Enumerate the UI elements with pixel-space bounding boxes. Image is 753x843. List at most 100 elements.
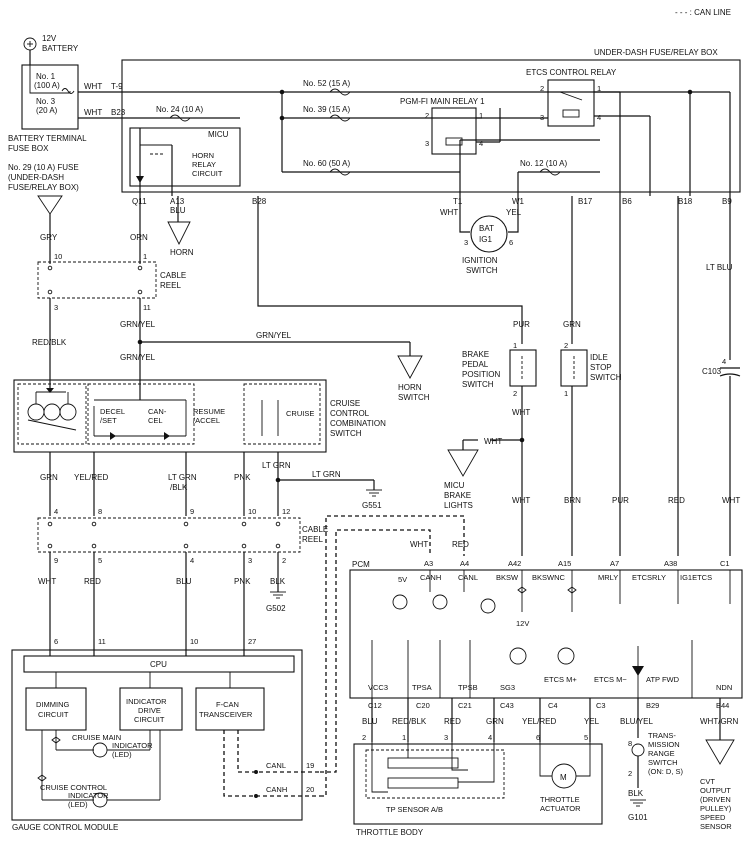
wire-label: GRN [563, 320, 581, 329]
cruise-control-combination-switch: DECEL /SET CAN- CEL RESUME /ACCEL CRUISE… [13, 379, 386, 453]
wire-label: BLU [362, 717, 378, 726]
range-switch-label: SWITCH [648, 758, 678, 767]
wire-label: BLK [628, 789, 644, 798]
wire-label: WHT [512, 496, 530, 505]
pin-label: A3 [424, 559, 433, 568]
cable-reel-upper: 10 1 3 11 CABLE REEL [37, 252, 186, 312]
pin-label: 3 [464, 238, 468, 247]
pin-label: T-9 [111, 82, 123, 91]
actuator-label: ACTUATOR [540, 804, 581, 813]
pin-label: B17 [578, 197, 593, 206]
pin-label: 10 [248, 507, 256, 516]
idle-stop-label: SWITCH [590, 373, 622, 382]
ground-label: G551 [362, 501, 382, 510]
pin-label: B6 [622, 197, 632, 206]
pin-label: 6 [536, 733, 540, 742]
under-dash-box [121, 59, 741, 193]
wire-label: RED [444, 717, 461, 726]
wire-label: RED [452, 540, 469, 549]
gauge-title: GAUGE CONTROL MODULE [12, 823, 118, 832]
led-label: (LED) [112, 750, 132, 759]
wire-label: WHT [84, 82, 102, 91]
brake-pedal-position-switch: PUR 1 2 BRAKE PEDAL POSITION SWITCH WHT … [462, 320, 537, 556]
fuse-label: No. 1 [36, 72, 56, 81]
voltage-label: 5V [398, 575, 407, 584]
fuse-label: No. 3 [36, 97, 56, 106]
idle-stop-label: IDLE [590, 353, 608, 362]
wire-label: BRN [564, 496, 581, 505]
wire-label: ORN [130, 233, 148, 242]
horn-switch-label: HORN [398, 383, 422, 392]
pin-label: 12 [282, 507, 290, 516]
wire-label: WHT/GRN [700, 717, 738, 726]
actuator-label: THROTTLE [540, 795, 580, 804]
battery-label: BATTERY [42, 44, 79, 53]
relay-label: CIRCUIT [192, 169, 223, 178]
pin-label: 2 [362, 733, 366, 742]
pin-label: 4 [479, 139, 483, 148]
pin-label: B29 [646, 701, 659, 710]
ground-label: G502 [266, 604, 286, 613]
pin-label: C43 [500, 701, 514, 710]
ignition-pin: BAT [479, 224, 494, 233]
range-switch-label: (ON: D, S) [648, 767, 684, 776]
pgm-fi-main-relay-1: PGM-FI MAIN RELAY 1 2 1 3 4 [400, 97, 501, 155]
horn-label: HORN [170, 248, 194, 257]
led-label: INDICATOR [112, 741, 153, 750]
fuse-label: No. 12 (10 A) [520, 159, 567, 168]
wire-label: WHT [84, 108, 102, 117]
micu-brake-label: BRAKE [444, 491, 471, 500]
micu-brake-lights-icon [447, 449, 479, 477]
pin-label: 4 [190, 556, 194, 565]
reel-label: REEL [160, 281, 181, 290]
dimming-label: CIRCUIT [38, 710, 69, 719]
pin-label: C20 [416, 701, 430, 710]
wire-label: WHT [722, 496, 740, 505]
pin-label: B28 [252, 197, 267, 206]
led-label: INDICATOR [68, 791, 109, 800]
pin-label: 5 [584, 733, 588, 742]
sensor-icon [705, 739, 735, 765]
fcan-label: TRANSCEIVER [199, 710, 253, 719]
wire-label: LT GRN [168, 473, 197, 482]
idle-stop-switch: GRN 2 1 IDLE STOP SWITCH BRN [560, 196, 622, 556]
wire-label: /BLK [170, 483, 188, 492]
wire-label: WHT [484, 437, 502, 446]
fuse-label: No. 29 (10 A) FUSE [8, 163, 79, 172]
wire-label: LT GRN [262, 461, 291, 470]
pcm-terminal-name: TPSA [412, 683, 432, 692]
pin-label: 6 [54, 637, 58, 646]
wire-label: YEL [584, 717, 600, 726]
brake-switch-label: SWITCH [462, 380, 494, 389]
cpu-label: CPU [150, 660, 167, 669]
wire-label: GRN [486, 717, 504, 726]
pin-label: C21 [458, 701, 472, 710]
wire-label: PNK [234, 577, 251, 586]
pin-label: 10 [190, 637, 198, 646]
pin-label: 1 [564, 389, 568, 398]
pin-label: A15 [558, 559, 571, 568]
pin-label: 4 [488, 733, 492, 742]
horn-icon [167, 221, 191, 246]
wire-label: GRY [40, 233, 58, 242]
horn-switch-label: SWITCH [398, 393, 430, 402]
wire-label: GRN/YEL [256, 331, 292, 340]
pin-label: 8 [98, 507, 102, 516]
fcan-label: F-CAN [216, 700, 239, 709]
wire-label: LT GRN [312, 470, 341, 479]
pin-label: 2 [425, 111, 429, 120]
pin-label: 11 [98, 637, 106, 646]
pin-label: 6 [509, 238, 513, 247]
fuse-label: (20 A) [36, 106, 58, 115]
pin-label: 2 [513, 389, 517, 398]
cruise-switch-title: CONTROL [330, 409, 370, 418]
pin-label: 2 [282, 556, 286, 565]
pcm-terminal-name: ETCS M− [594, 675, 627, 684]
wire-label: BLU/YEL [620, 717, 653, 726]
reel-label: CABLE [160, 271, 186, 280]
wire-label: YEL [506, 208, 522, 217]
pcm-terminal-name: ETCSRLY [632, 573, 666, 582]
pin-label: A4 [460, 559, 469, 568]
